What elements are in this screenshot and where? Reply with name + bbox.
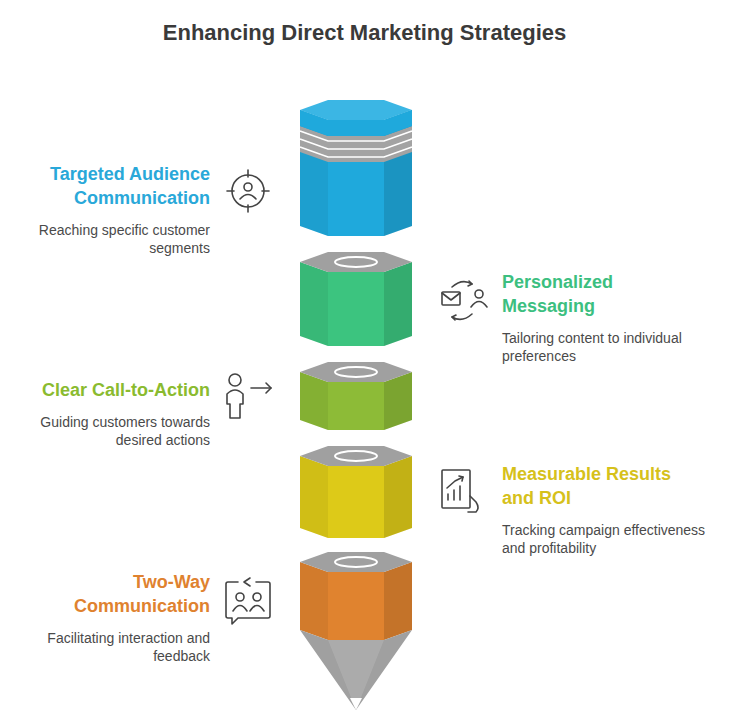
- step-description: Facilitating interaction and feedback: [20, 629, 210, 665]
- step-description: Reaching specific customer segments: [20, 221, 210, 257]
- step-heading: Clear Call-to-Action: [20, 378, 210, 402]
- segment-shape: [300, 446, 412, 538]
- pencil-segment: Two-Way CommunicationFacilitating intera…: [300, 552, 412, 710]
- step-heading: Measurable Results and ROI: [502, 462, 682, 510]
- text-column: Two-Way CommunicationFacilitating intera…: [20, 570, 210, 665]
- text-column: Targeted Audience CommunicationReaching …: [20, 162, 210, 257]
- segment-shape: [300, 552, 412, 710]
- segment-shape: [300, 252, 412, 346]
- segment-shape: [300, 362, 412, 430]
- chart-icon: [442, 470, 478, 512]
- step-heading: Targeted Audience Communication: [20, 162, 210, 210]
- text-column: Personalized MessagingTailoring content …: [502, 270, 712, 365]
- target-icon: [227, 170, 269, 212]
- chat-icon: [226, 578, 270, 624]
- action-icon: [227, 374, 271, 418]
- step-description: Tailoring content to individual preferen…: [502, 329, 712, 365]
- pencil-segment: Clear Call-to-ActionGuiding customers to…: [300, 362, 412, 430]
- diagram-title: Enhancing Direct Marketing Strategies: [0, 20, 729, 46]
- pencil-segment: Measurable Results and ROITracking campa…: [300, 446, 412, 538]
- step-description: Guiding customers towards desired action…: [20, 413, 210, 449]
- step-heading: Personalized Messaging: [502, 270, 682, 318]
- step-heading: Two-Way Communication: [20, 570, 210, 618]
- message-icon: [442, 281, 487, 320]
- step-description: Tracking campaign effectiveness and prof…: [502, 521, 712, 557]
- pencil-segment: Targeted Audience CommunicationReaching …: [300, 100, 412, 236]
- text-column: Measurable Results and ROI Tracking campa…: [502, 462, 712, 557]
- pencil-segment: Personalized MessagingTailoring content …: [300, 252, 412, 346]
- segment-shape: [300, 100, 412, 236]
- text-column: Clear Call-to-ActionGuiding customers to…: [20, 378, 210, 449]
